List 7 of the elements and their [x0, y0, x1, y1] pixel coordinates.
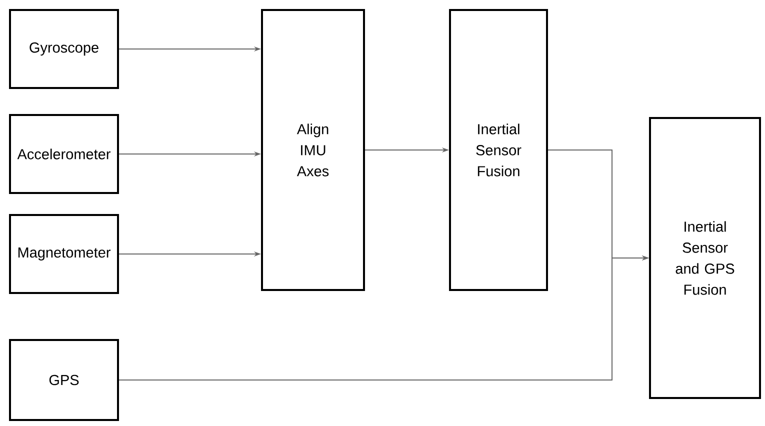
process-box: Magnetometer	[9, 214, 119, 294]
process-box: Accelerometer	[9, 114, 119, 194]
process-box: Gyroscope	[9, 9, 119, 89]
process-box: Align IMU Axes	[261, 9, 365, 291]
process-box: Inertial Sensor and GPS Fusion	[649, 117, 761, 399]
process-box: GPS	[9, 339, 119, 421]
process-box: Inertial Sensor Fusion	[449, 9, 548, 291]
